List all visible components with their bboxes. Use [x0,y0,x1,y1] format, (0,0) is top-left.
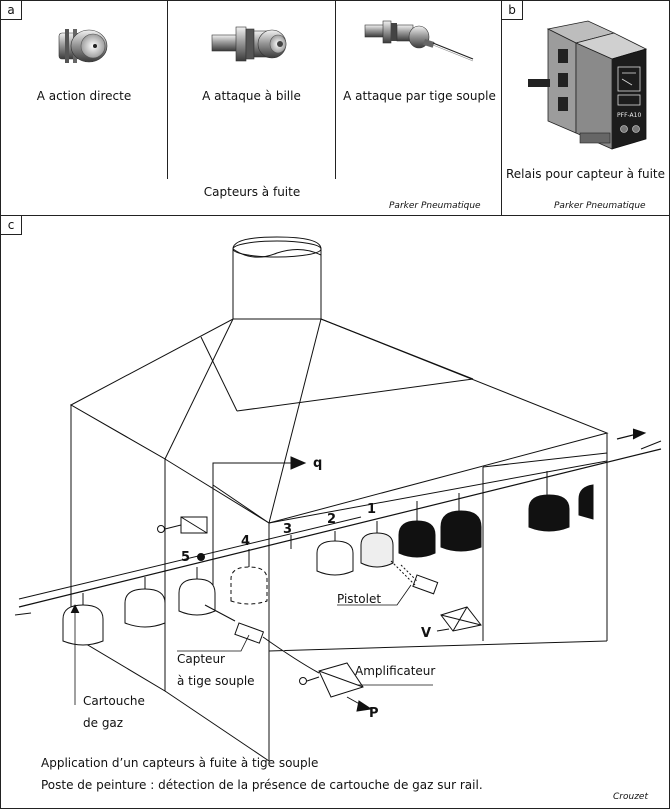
capteur-label-line1: Capteur [177,652,225,666]
cartouche-label-line2: de gaz [83,716,123,730]
number-4-label: 4 [241,534,250,549]
number-5-label: 5 [181,550,190,565]
ball-attack-label: A attaque à bille [202,89,301,103]
ball-attack-sensor-image [211,26,287,62]
painting-station-diagram: q 1 2 3 4 5 Pistolet V Capteur à tige so… [14,236,662,762]
panel-a-divider [167,1,168,179]
relay-device-image: PFF-A10 [528,20,648,150]
p-label: P [369,706,379,721]
panel-c-caption-line2: Poste de peinture : détection de la prés… [41,778,483,792]
panel-c-credit: Crouzet [613,792,648,802]
panel-c-tag: c [1,216,22,235]
panel-a-tag: a [1,1,22,20]
capteur-label-line2: à tige souple [177,674,255,688]
panel-b: b PFF-A10 Relais pour capteur à fuite Pa… [501,0,670,216]
flexible-rod-label: A attaque par tige souple [343,89,496,103]
cartouche-label-line1: Cartouche [83,694,145,708]
number-3-label: 3 [283,522,292,537]
number-1-label: 1 [367,502,376,517]
pistolet-label: Pistolet [337,592,381,606]
panel-a-credit: Parker Pneumatique [389,201,481,211]
v-label: V [421,626,431,641]
panel-b-tag: b [502,1,523,20]
panel-a-divider [335,1,336,179]
panel-b-caption: Relais pour capteur à fuite [505,167,665,181]
q-label: q [313,456,322,471]
panel-c: c [0,215,670,809]
flexible-rod-sensor-image [364,20,474,62]
number-2-label: 2 [327,512,336,527]
relay-model-text: PFF-A10 [617,112,641,119]
panel-b-credit: Parker Pneumatique [554,201,646,211]
direct-action-label: A action directe [36,89,132,103]
panel-c-caption-line1: Application d’un capteurs à fuite à tige… [41,756,319,770]
amplificateur-label: Amplificateur [355,664,435,678]
direct-action-sensor-image [58,29,108,63]
panel-a-caption: Capteurs à fuite [203,185,301,199]
panel-a: a A action directe A attaque à bille [0,0,502,216]
